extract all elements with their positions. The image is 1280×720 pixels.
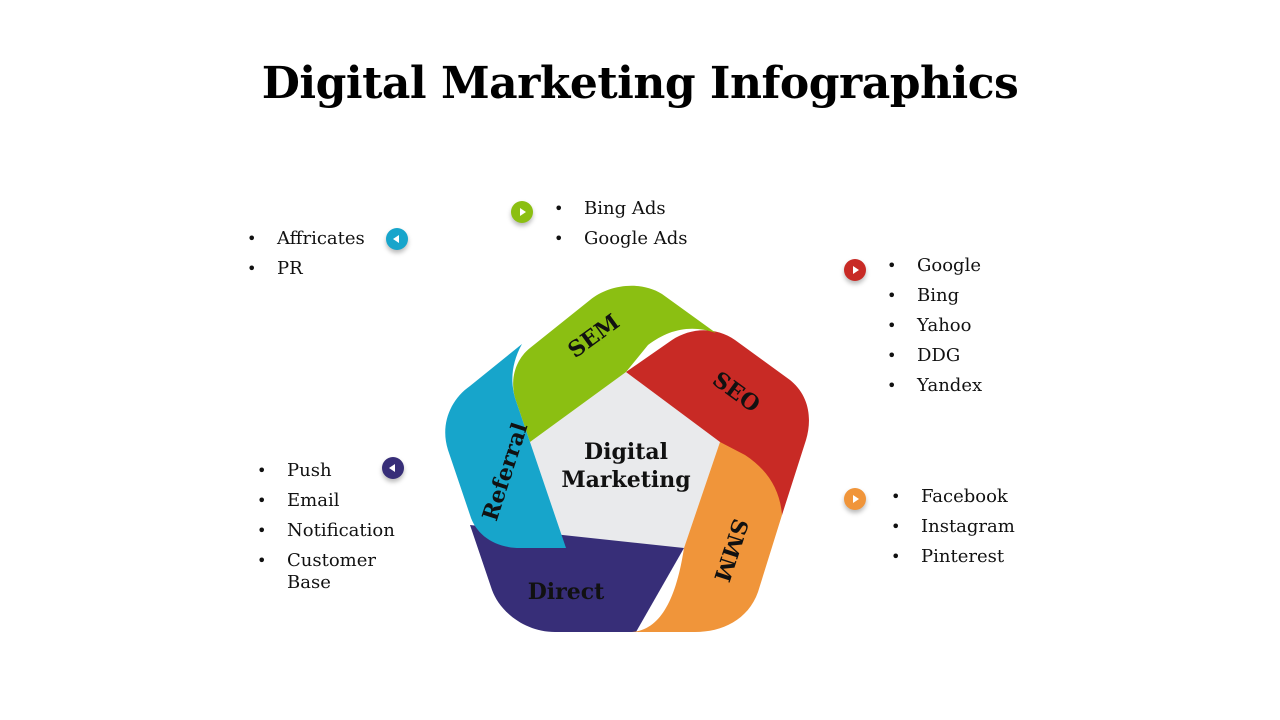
list-item: Push <box>257 456 387 486</box>
segment-seo <box>626 330 809 515</box>
segment-label-direct: Direct <box>528 579 605 605</box>
segment-referral <box>445 344 566 548</box>
list-item: Yandex <box>887 371 982 401</box>
center-label-line1: Digital <box>584 439 668 465</box>
sem-list: Bing Ads Google Ads <box>554 194 687 254</box>
referral-list: Affricates PR <box>247 224 365 284</box>
center-pentagon <box>530 372 720 548</box>
list-item: Email <box>257 486 387 516</box>
seo-list: Google Bing Yahoo DDG Yandex <box>887 251 982 401</box>
list-item: Yahoo <box>887 311 982 341</box>
segment-direct <box>470 525 684 632</box>
direct-arrow-icon <box>382 457 404 479</box>
smm-list: Facebook Instagram Pinterest <box>891 482 1015 572</box>
direct-list: Push Email Notification Customer Base <box>257 456 395 598</box>
list-item: Bing <box>887 281 982 311</box>
seo-arrow-icon <box>844 259 866 281</box>
sem-arrow-icon <box>511 201 533 223</box>
referral-arrow-icon <box>386 228 408 250</box>
list-item: Customer Base <box>257 546 387 598</box>
list-item: Pinterest <box>891 542 1015 572</box>
segment-smm <box>632 442 785 632</box>
list-item: Instagram <box>891 512 1015 542</box>
segment-sem <box>513 285 716 442</box>
page-title: Digital Marketing Infographics <box>261 58 1019 109</box>
list-item: Google <box>887 251 982 281</box>
center-label-line2: Marketing <box>561 467 690 493</box>
list-item: Google Ads <box>554 224 687 254</box>
list-item: PR <box>247 254 365 284</box>
list-item: DDG <box>887 341 982 371</box>
list-item: Facebook <box>891 482 1015 512</box>
list-item: Bing Ads <box>554 194 687 224</box>
list-item: Affricates <box>247 224 365 254</box>
list-item: Notification <box>257 516 395 546</box>
smm-arrow-icon <box>844 488 866 510</box>
